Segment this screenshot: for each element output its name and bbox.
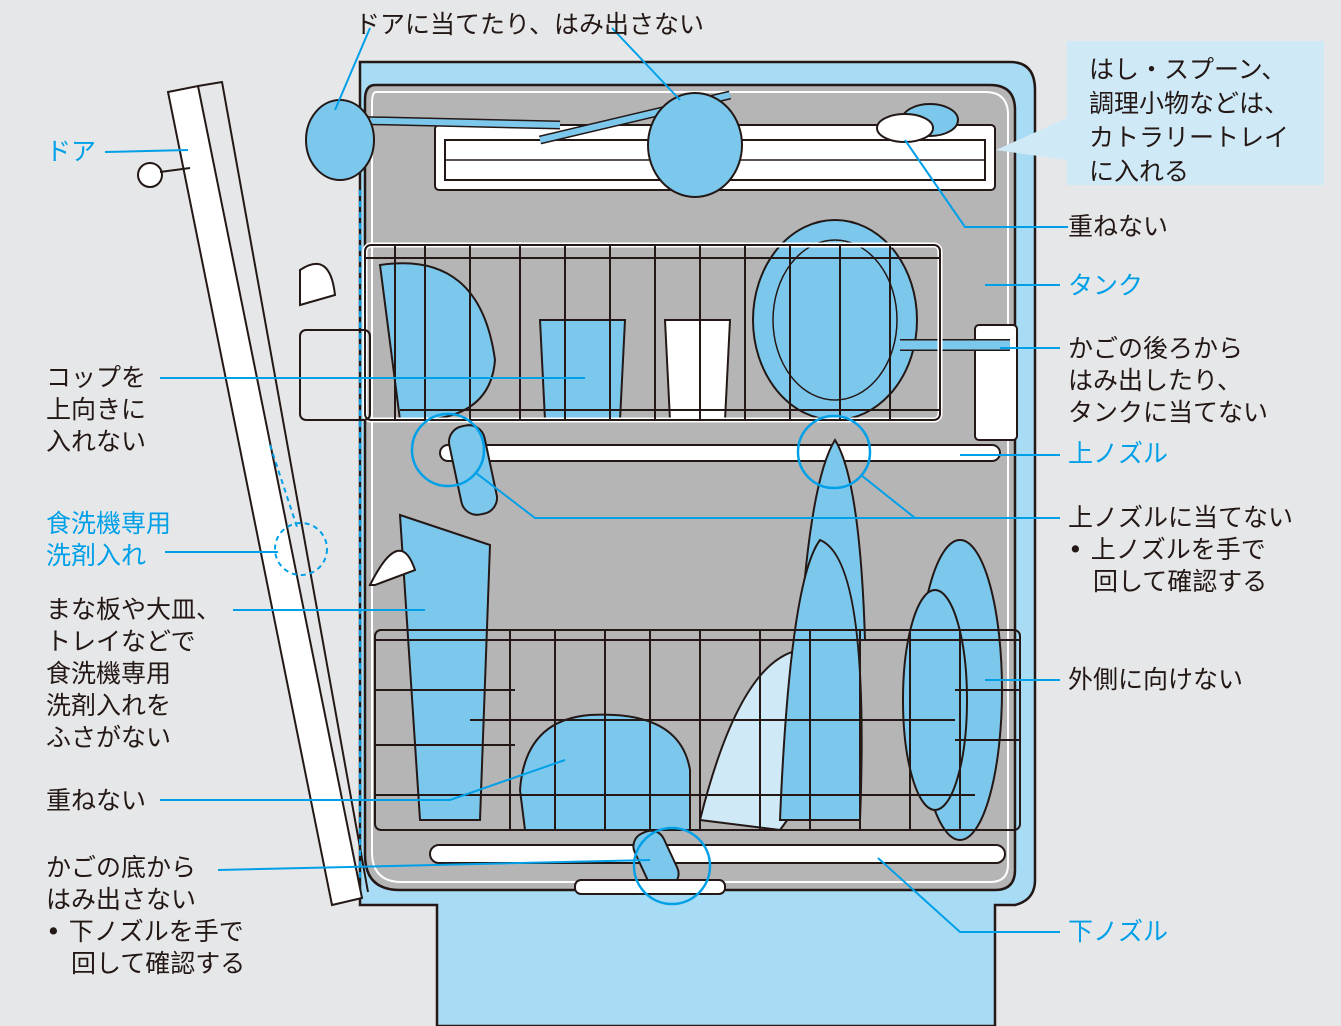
detergent-box-circle [274, 522, 328, 576]
label-basket-bottom: かごの底から はみ出さない • 下ノズルを手で 回して確認する [46, 853, 246, 978]
label-tank: タンク [1068, 271, 1144, 300]
tank [974, 324, 1018, 441]
label-board: まな板や大皿、 トレイなどで 食洗機専用 洗剤入れを ふさがない [46, 595, 222, 752]
label-no-stack-lower: 重ねない [46, 786, 147, 815]
lower-nozzle [429, 844, 1006, 864]
label-lower-nozzle: 下ノズル [1068, 917, 1169, 946]
label-upper-nozzle: 上ノズル [1068, 439, 1169, 468]
label-top-door: ドアに当てたり、はみ出さない [355, 10, 705, 39]
cutlery-note: はし・スプーン、 調理小物などは、 カトラリートレイ に入れる [1067, 41, 1324, 186]
label-door: ドア [46, 137, 97, 166]
upper-basket [299, 242, 943, 423]
upper-nozzle-hit-circle-right [796, 414, 872, 490]
label-cup: コップを 上向きに 入れない [46, 363, 147, 456]
label-detergent-box: 食洗機専用 洗剤入れ [46, 509, 172, 570]
lower-basket [374, 629, 1021, 831]
basket-bottom-circle [632, 826, 712, 906]
leader-lines [104, 27, 1068, 933]
upper-nozzle [439, 444, 1001, 462]
label-upper-nozzle-hit: 上ノズルに当てない • 上ノズルを手で 回して確認する [1068, 503, 1294, 596]
label-outside: 外側に向けない [1068, 665, 1244, 694]
door-panel [137, 80, 417, 907]
label-basket-back: かごの後ろから はみ出したり、 タンクに当てない [1068, 334, 1269, 427]
upper-nozzle-hit-circle-left [410, 412, 486, 488]
cutlery-tray [305, 90, 996, 198]
label-no-stack-upper: 重ねない [1068, 212, 1169, 241]
